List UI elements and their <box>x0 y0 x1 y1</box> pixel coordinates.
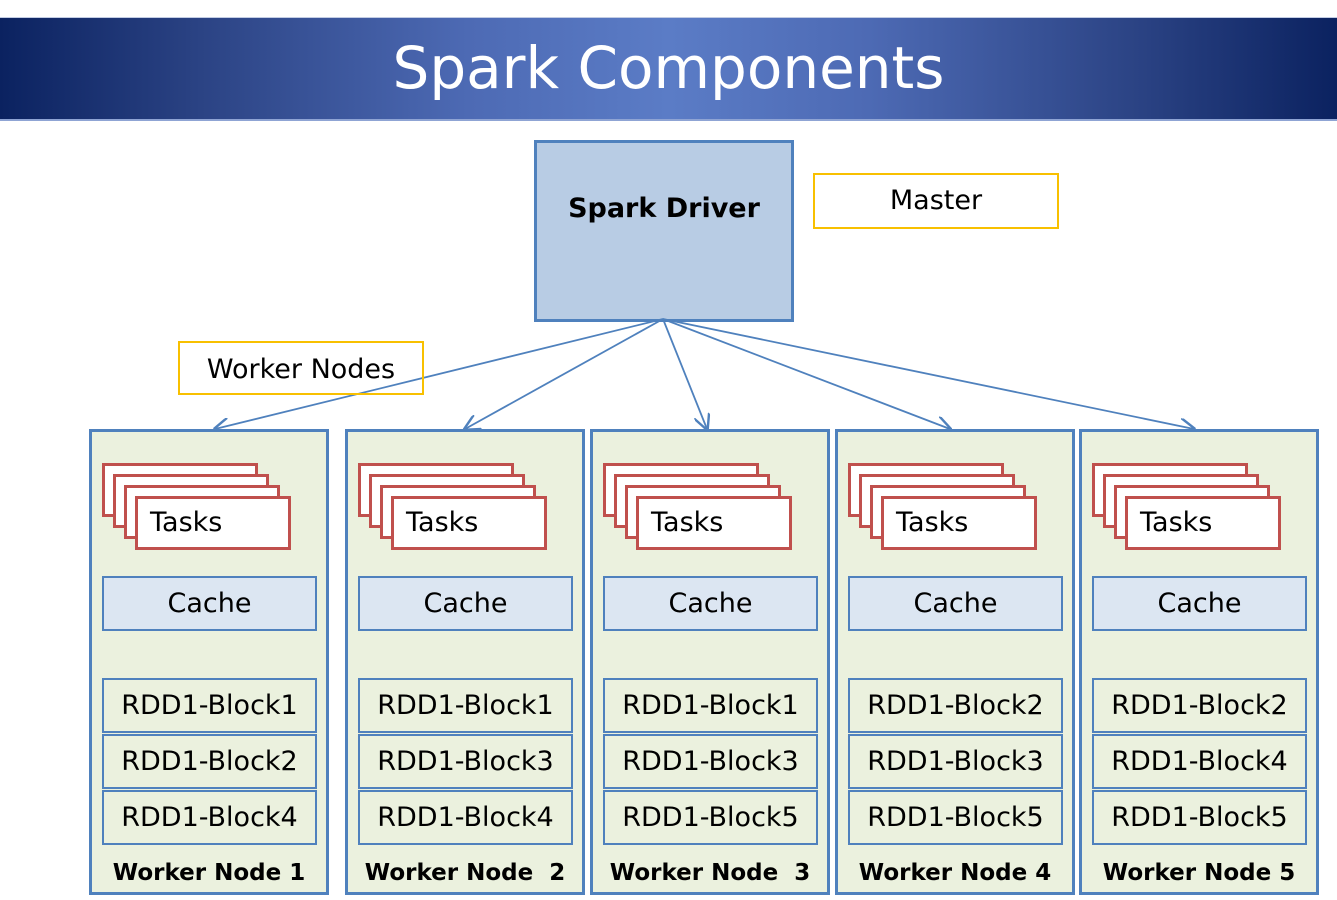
rdd-block: RDD1-Block1 <box>603 678 818 733</box>
worker-node-name: Worker Node 1 <box>112 860 306 886</box>
worker-nodes-label: Worker Nodes <box>178 341 424 395</box>
rdd-block: RDD1-Block4 <box>358 790 573 845</box>
cache-box: Cache <box>1092 576 1307 631</box>
tasks-stack: Tasks <box>603 463 818 555</box>
rdd-block: RDD1-Block3 <box>848 734 1063 789</box>
rdd-block: RDD1-Block2 <box>102 734 317 789</box>
tasks-label: Tasks <box>406 507 479 538</box>
rdd-block: RDD1-Block2 <box>848 678 1063 733</box>
arrow-to-node-2 <box>465 318 664 429</box>
tasks-label: Tasks <box>1140 507 1213 538</box>
title-banner: Spark Components <box>0 17 1337 121</box>
task-card: Tasks <box>1125 496 1281 550</box>
task-card: Tasks <box>636 496 792 550</box>
page-title: Spark Components <box>392 34 945 102</box>
master-label: Master <box>813 173 1059 229</box>
cache-box: Cache <box>102 576 317 631</box>
worker-node-name: Worker Node 2 <box>364 860 566 886</box>
rdd-block: RDD1-Block5 <box>848 790 1063 845</box>
rdd-block: RDD1-Block1 <box>358 678 573 733</box>
worker-node-name: Worker Node 5 <box>1102 860 1296 886</box>
rdd-block: RDD1-Block2 <box>1092 678 1307 733</box>
task-card: Tasks <box>881 496 1037 550</box>
tasks-stack: Tasks <box>1092 463 1307 555</box>
tasks-label: Tasks <box>651 507 724 538</box>
spark-driver-label: Spark Driver <box>568 193 760 224</box>
cache-box: Cache <box>603 576 818 631</box>
rdd-block: RDD1-Block1 <box>102 678 317 733</box>
arrow-to-node-4 <box>662 318 950 429</box>
rdd-block: RDD1-Block3 <box>358 734 573 789</box>
rdd-block: RDD1-Block5 <box>603 790 818 845</box>
worker-node-name: Worker Node 4 <box>858 860 1052 886</box>
worker-node-name: Worker Node 3 <box>609 860 811 886</box>
arrow-to-node-5 <box>662 318 1194 429</box>
tasks-stack: Tasks <box>358 463 573 555</box>
cache-box: Cache <box>848 576 1063 631</box>
rdd-block: RDD1-Block3 <box>603 734 818 789</box>
cache-box: Cache <box>358 576 573 631</box>
task-card: Tasks <box>391 496 547 550</box>
rdd-block: RDD1-Block4 <box>102 790 317 845</box>
tasks-label: Tasks <box>150 507 223 538</box>
arrow-to-node-3 <box>662 318 707 429</box>
rdd-block: RDD1-Block5 <box>1092 790 1307 845</box>
tasks-label: Tasks <box>896 507 969 538</box>
tasks-stack: Tasks <box>848 463 1063 555</box>
spark-driver-box: Spark Driver <box>534 140 794 322</box>
task-card: Tasks <box>135 496 291 550</box>
tasks-stack: Tasks <box>102 463 317 555</box>
rdd-block: RDD1-Block4 <box>1092 734 1307 789</box>
